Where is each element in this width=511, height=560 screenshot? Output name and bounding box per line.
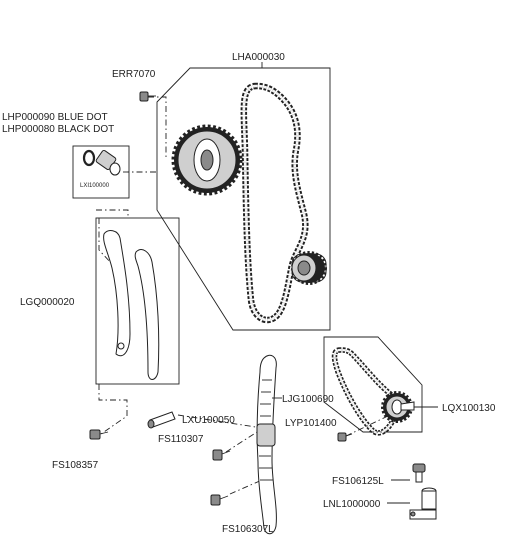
bolt-fs106307l — [210, 494, 229, 506]
label-fs106307l: FS106307L — [222, 524, 274, 535]
leader-fs106307l — [229, 479, 263, 495]
crankshaft-sprocket — [291, 251, 327, 285]
leader-guide-bottom — [98, 384, 128, 435]
chain-guide-fixed — [103, 230, 131, 357]
label-lhp000090: LHP000090 BLUE DOT — [2, 112, 108, 123]
label-lgq000020: LGQ000020 — [20, 297, 75, 308]
leader-err7070 — [148, 96, 167, 160]
bolt-fs106125l — [412, 463, 426, 483]
leader-lyp101400 — [345, 415, 389, 437]
leader-fs110307 — [225, 429, 261, 453]
timing-chain-inner — [242, 84, 307, 322]
label-lhp000080: LHP000080 BLACK DOT — [2, 124, 114, 135]
bolt-fs110307 — [212, 449, 231, 461]
lower-guide-ribs — [259, 379, 273, 481]
chain-kit-frame — [156, 67, 331, 331]
leader-guide-top — [96, 209, 129, 218]
guide-pivot-hole — [117, 342, 125, 350]
camshaft-sprocket — [171, 124, 243, 196]
label-fs106125l: FS106125L — [332, 476, 384, 487]
label-fs110307: FS110307 — [158, 434, 204, 445]
leader-guide-side — [98, 218, 113, 265]
oil-pump-kit-frame — [323, 336, 423, 433]
label-lyp101400: LYP101400 — [285, 418, 337, 429]
label-lxi100000: LXI100000 — [80, 183, 110, 189]
oil-pump-chain-inner — [333, 348, 398, 434]
oil-pickup-lnl1000000 — [409, 487, 437, 520]
label-lqx100130: LQX100130 — [442, 403, 496, 414]
label-lxu100050: LXU100050 — [182, 415, 235, 426]
leader-lxu100050 — [177, 414, 263, 429]
bolt-err7070 — [139, 91, 156, 102]
guide-kit-frame — [95, 217, 180, 385]
label-err7070: ERR7070 — [112, 69, 156, 80]
oil-pump-sprocket — [381, 391, 415, 423]
lower-guide-block — [256, 423, 276, 447]
bolt-fs108357 — [89, 429, 109, 440]
label-ljg100690: LJG100690 — [282, 394, 334, 405]
pin-lxu100050 — [147, 411, 176, 429]
chain-guide-tensioner — [134, 249, 160, 380]
label-fs108357: FS108357 — [52, 460, 99, 471]
label-lha000030: LHA000030 — [232, 52, 285, 63]
label-lnl1000000: LNL1000000 — [323, 499, 381, 510]
chain-tensioner — [82, 149, 121, 176]
bolt-lyp101400 — [337, 432, 353, 442]
